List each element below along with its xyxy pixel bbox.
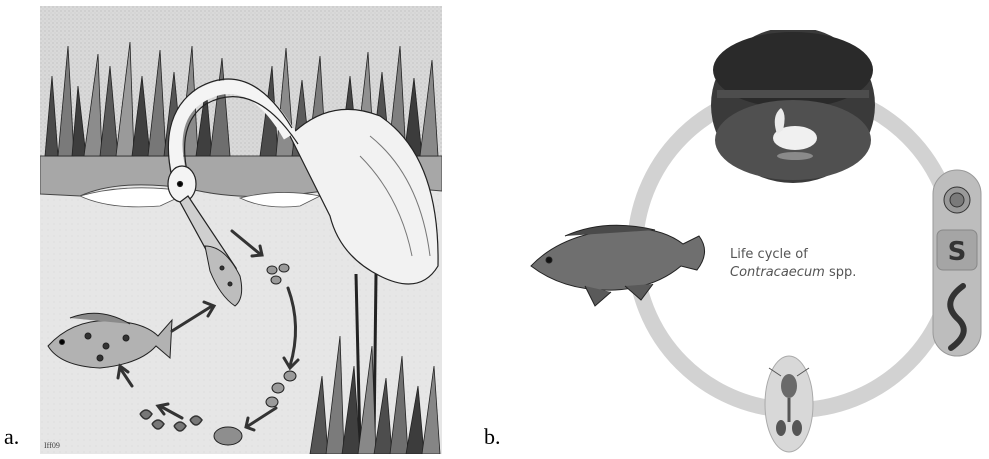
genus-name: Contracaecum (730, 265, 825, 280)
diagram-title: Life cycle of Contracaecum spp. (730, 246, 900, 282)
larval-stages-panel: S (933, 170, 981, 356)
title-line-1: Life cycle of (730, 246, 900, 264)
copepod-panel (765, 356, 813, 452)
larva-icon: S (948, 237, 967, 267)
diagram-canvas: S (525, 30, 985, 454)
panel-label-b: b. (484, 424, 501, 450)
species-suffix: spp. (825, 265, 857, 280)
panel-label-a: a. (4, 424, 19, 450)
illustration-canvas: Iff09 (40, 6, 442, 454)
tilapia-fish (531, 225, 705, 306)
artist-signature: Iff09 (44, 441, 60, 450)
life-cycle-diagram: S Life cycle of Contracaecum spp. (525, 30, 985, 454)
pelican-photo (711, 30, 875, 183)
heron-life-cycle-illustration: Iff09 (40, 6, 442, 454)
snail (214, 427, 242, 445)
copepod-icon (781, 374, 797, 398)
title-line-2: Contracaecum spp. (730, 264, 900, 282)
